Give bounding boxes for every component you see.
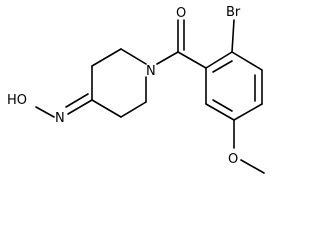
- benzene-ring: [205, 51, 263, 121]
- bond-ar-br: [231, 19, 235, 53]
- bond-ar4-ar5: [233, 103, 263, 121]
- substituents: [231, 19, 265, 174]
- bond-c2-c3: [91, 48, 122, 67]
- piperidine-nitrogen-label: N: [146, 64, 156, 79]
- piperidine-ring: [91, 48, 147, 118]
- bond-o-methyl: [240, 159, 265, 174]
- bond-n-c2: [120, 48, 147, 65]
- bond-c4-c5: [91, 99, 122, 118]
- bond-n-carbonyl-c: [156, 51, 179, 65]
- bond-carbonyl-ring: [177, 51, 207, 69]
- atom-labels: O Br N HO N O: [7, 5, 241, 167]
- bond-c5-c6: [120, 101, 147, 118]
- bond-ar5-ar6: [205, 103, 235, 121]
- oxime-nitrogen-label: N: [55, 111, 65, 126]
- oxime-group: [35, 93, 93, 118]
- bond-ar2-ar3: [231, 51, 263, 71]
- bond-c4-n-oxime-b: [65, 93, 89, 108]
- molecule-structure-diagram: O Br N HO N O: [7, 5, 265, 174]
- carbonyl-oxygen-label: O: [176, 6, 186, 21]
- bond-c4-n-oxime-a: [67, 99, 93, 115]
- hydroxyl-label: HO: [7, 93, 27, 108]
- carbonyl-group: [156, 19, 207, 69]
- bond-n-o-oxime: [35, 106, 55, 118]
- methoxy-oxygen-label: O: [228, 152, 238, 167]
- bond-ar-inner-1: [212, 60, 233, 73]
- bromine-label: Br: [226, 5, 241, 20]
- bond-ar-inner-3: [212, 99, 233, 112]
- bond-ar1-ar2: [205, 51, 233, 69]
